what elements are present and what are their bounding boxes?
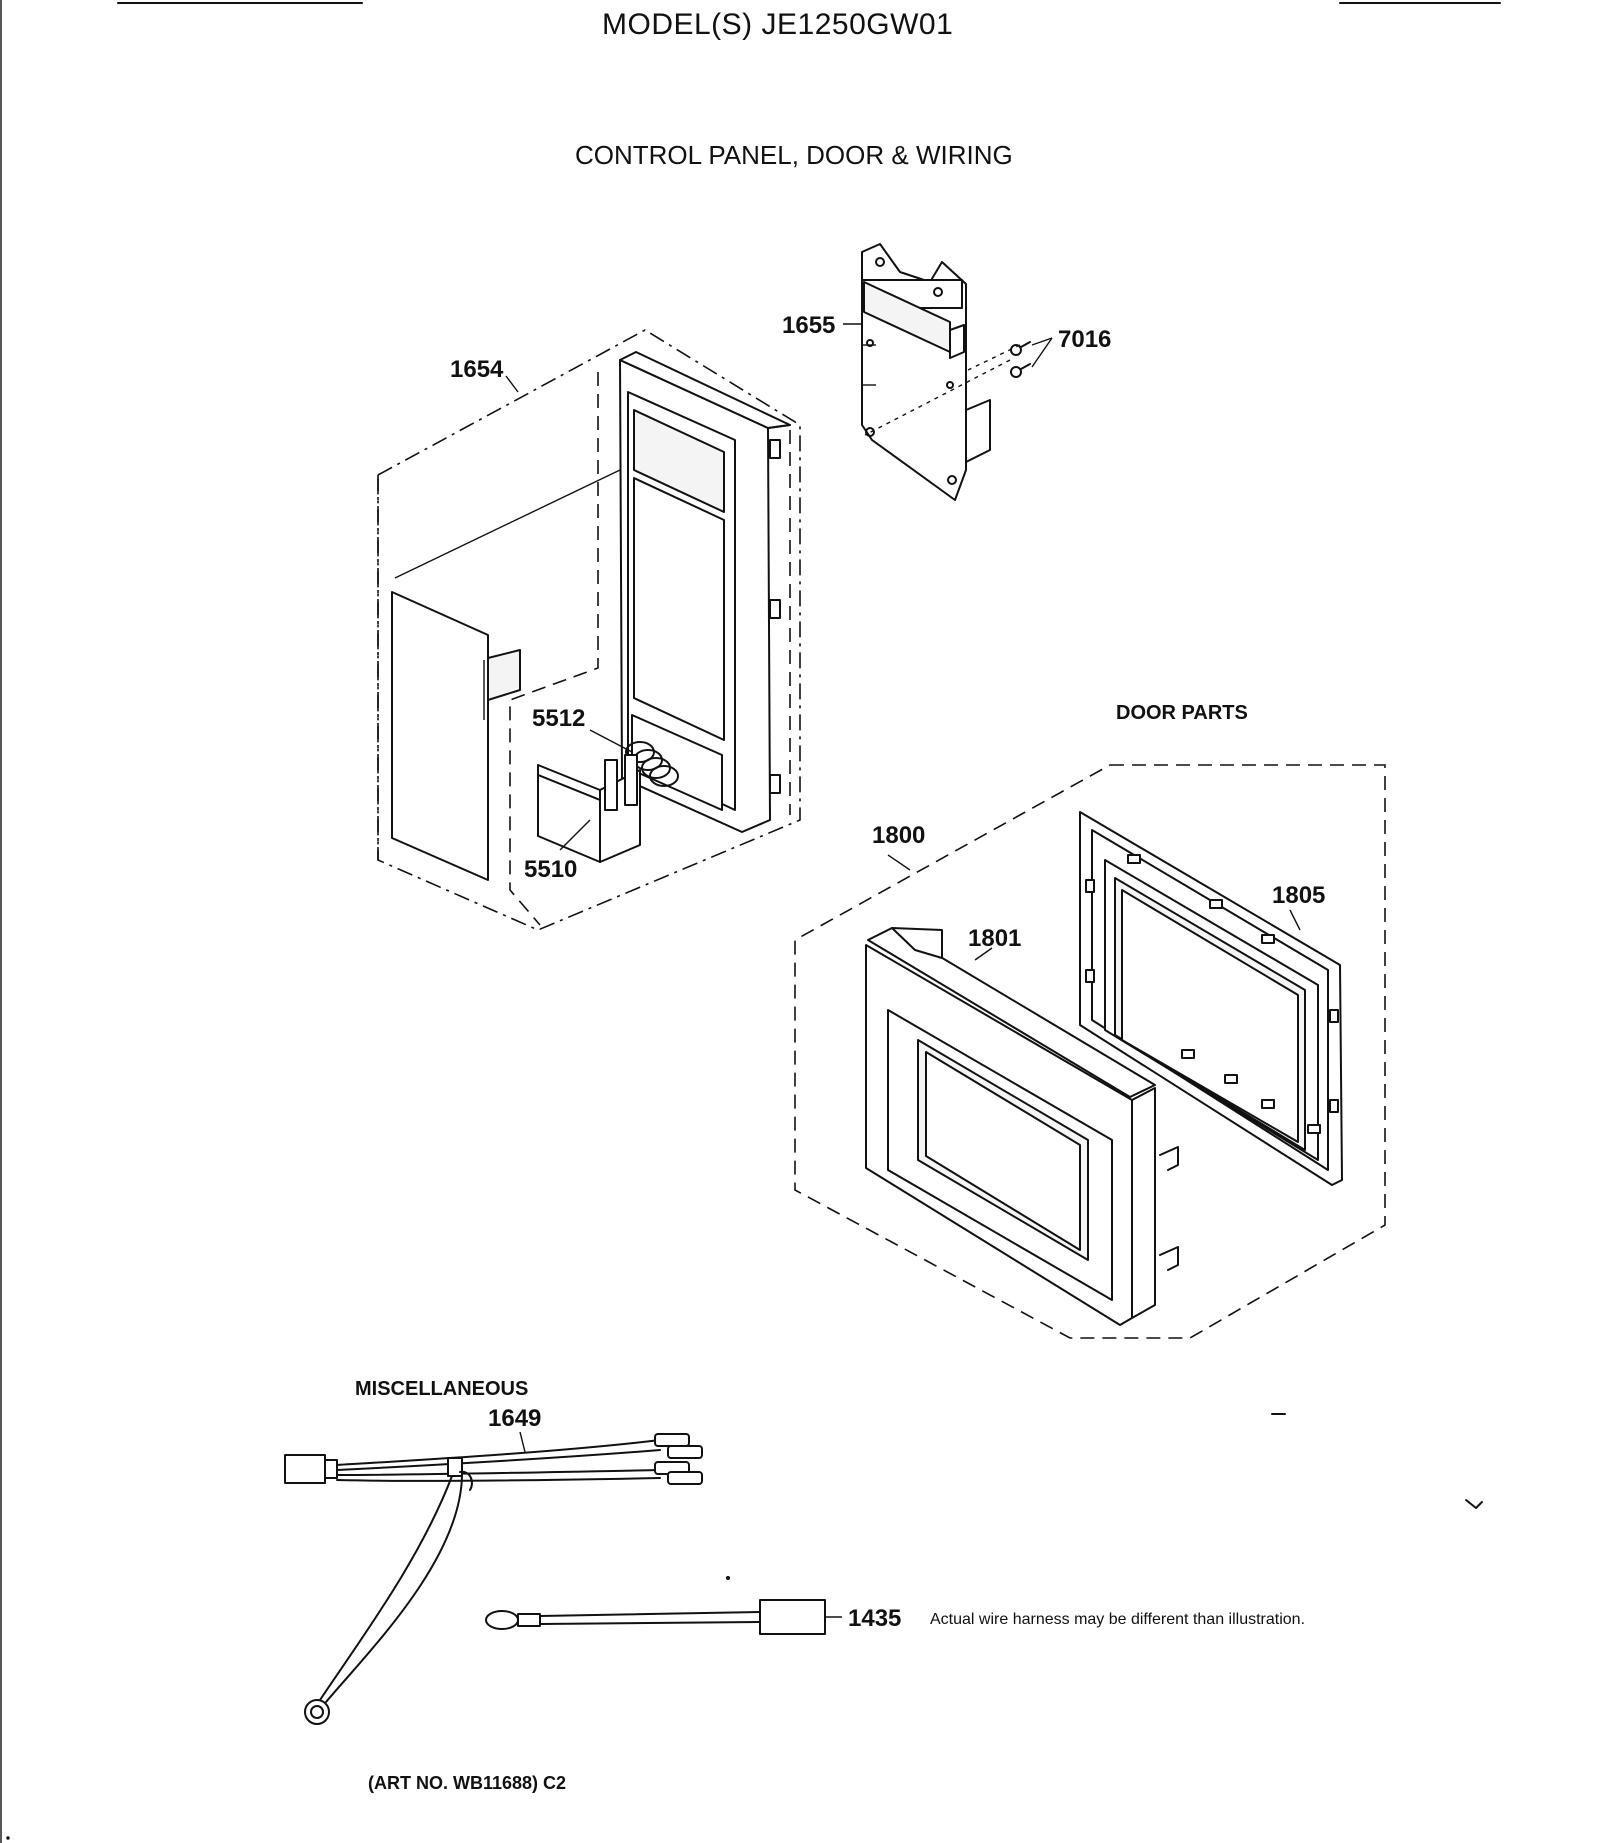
page-subtitle: CONTROL PANEL, DOOR & WIRING — [575, 140, 1013, 170]
callout-7016: 7016 — [1058, 326, 1112, 353]
callout-1655: 1655 — [782, 312, 836, 339]
harness-disclaimer-note: Actual wire harness may be different tha… — [930, 1611, 1306, 1628]
mounting-screws — [1010, 337, 1053, 378]
art-number: (ART NO. WB11688) C2 — [368, 1773, 567, 1793]
callout-5510: 5510 — [524, 856, 578, 883]
noise-filter-harness — [485, 1599, 842, 1635]
top-border-rules — [0, 0, 1501, 1843]
door-parts-assembly — [794, 764, 1386, 1339]
wire-harness — [284, 1431, 703, 1725]
callout-1435: 1435 — [848, 1605, 902, 1632]
control-panel-assembly — [377, 329, 801, 931]
control-board — [843, 243, 1021, 501]
callout-1805: 1805 — [1272, 882, 1326, 909]
callout-1801: 1801 — [968, 925, 1022, 952]
section-miscellaneous: MISCELLANEOUS — [355, 1378, 529, 1400]
door-release-button — [537, 754, 641, 863]
callout-1649: 1649 — [488, 1405, 542, 1432]
callout-1654: 1654 — [450, 356, 504, 383]
callout-5512: 5512 — [532, 705, 586, 732]
page-title: MODEL(S) JE1250GW01 — [602, 8, 954, 41]
section-door-parts: DOOR PARTS — [1116, 702, 1248, 724]
harness-terminals — [654, 1433, 703, 1485]
callout-1800: 1800 — [872, 822, 926, 849]
